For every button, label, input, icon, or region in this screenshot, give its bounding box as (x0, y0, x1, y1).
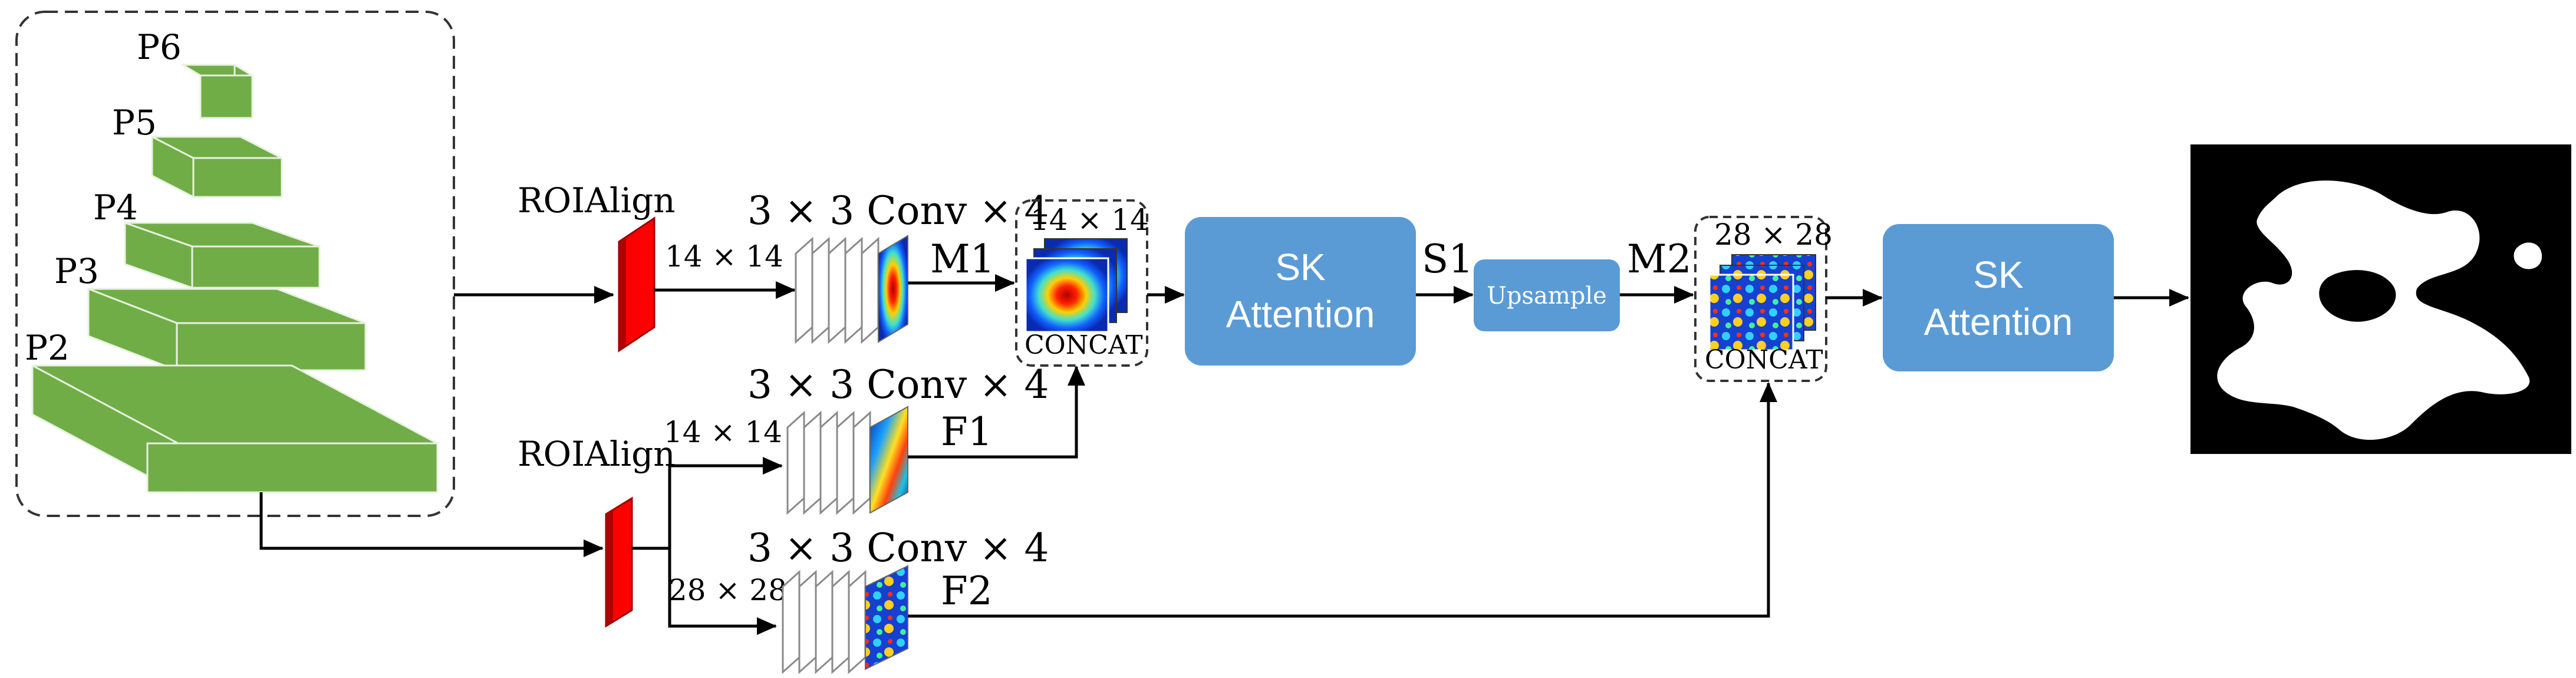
conv-m1-label: 3 × 3 Conv × 4 (747, 188, 1049, 233)
conv-f2-sheet-1 (782, 570, 801, 674)
feature-pyramid: P6 P5 P4 P3 P2 (15, 11, 455, 517)
conv-f2-label: 3 × 3 Conv × 4 (747, 525, 1049, 571)
pyramid-frame (15, 11, 455, 517)
sk-attention-1-line2: Attention (1226, 293, 1375, 335)
p5-front-face (192, 157, 283, 198)
roialign-top-edge (619, 237, 626, 351)
sk-attention-2-box (1883, 224, 2114, 371)
pyramid-label-p4: P4 (93, 187, 138, 228)
concat2-size: 28 × 28 (1714, 218, 1833, 252)
pyramid-label-p2: P2 (25, 328, 70, 368)
conv-f1-heatmap (869, 406, 908, 514)
arrow-f1-to-concat1 (908, 366, 1085, 459)
conv-f2-sheet-5 (848, 570, 867, 674)
conv-m1-sheet-2 (811, 236, 830, 344)
roialign-bottom-label: ROIAlign (518, 434, 676, 474)
sk-attention-2: SK Attention (1883, 224, 2114, 371)
upsample-box (1474, 259, 1620, 331)
sk-attention-2-line2: Attention (1924, 301, 2073, 343)
concat2-map-front (1708, 274, 1794, 351)
conv-f1-sheet-4 (836, 410, 855, 515)
output-mask (2190, 144, 2571, 454)
upsample-block: Upsample (1474, 259, 1620, 331)
pyramid-label-p3: P3 (54, 251, 99, 291)
output-mask-blob-right (2514, 242, 2542, 269)
sk-attention-1-line1: SK (1275, 246, 1325, 288)
p2-front-face (146, 442, 439, 493)
roialign-bottom: ROIAlign (518, 434, 676, 628)
conv-stack-f1: 3 × 3 Conv × 4 (747, 362, 1049, 515)
size-bottom-roi-out-a: 14 × 14 (664, 415, 782, 449)
conv-m1-sheet-5 (861, 236, 879, 344)
pyramid-label-p6: P6 (137, 27, 182, 67)
arrow-roialign-to-conv-f2 (668, 548, 777, 635)
upsample-label: Upsample (1487, 282, 1607, 310)
output-f2: F2 (941, 568, 993, 614)
concat-block-2: 28 × 28 CONCAT (1694, 216, 1833, 382)
arrow-roialign-to-conv-f1 (632, 457, 783, 550)
conv-stack-m1: 3 × 3 Conv × 4 (747, 188, 1049, 344)
pyramid-level-p5: P5 (112, 103, 283, 199)
output-f1: F1 (941, 409, 993, 455)
size-bottom-roi-out-b: 28 × 28 (668, 573, 787, 607)
roialign-bottom-edge (606, 509, 613, 626)
roialign-top: ROIAlign (518, 180, 676, 353)
pyramid-level-p6: P6 (137, 27, 256, 120)
conv-m1-sheet-4 (844, 236, 863, 344)
output-m2: M2 (1627, 236, 1692, 282)
conv-stack-f2: 3 × 3 Conv × 4 (747, 525, 1049, 674)
sk-attention-1-box (1185, 217, 1416, 366)
output-mask-hole (2319, 270, 2396, 322)
roialign-top-label: ROIAlign (518, 180, 676, 220)
conv-f1-sheet-1 (786, 410, 805, 515)
p6-front-face (199, 74, 253, 119)
p3-front-face (176, 322, 367, 371)
concat1-label: CONCAT (1025, 330, 1143, 360)
pyramid-level-p3: P3 (54, 251, 367, 372)
concat1-size: 14 × 14 (1030, 203, 1149, 237)
concat1-frame (1015, 199, 1148, 367)
output-s1: S1 (1422, 236, 1473, 282)
sk-attention-1: SK Attention (1185, 217, 1416, 366)
sk-attention-2-line1: SK (1973, 254, 2023, 296)
p4-front-face (191, 245, 321, 289)
concat1-map-front (1025, 257, 1109, 333)
conv-f2-heatmap (865, 565, 908, 670)
conv-m1-sheet-1 (795, 236, 813, 344)
arrow-pyramid-to-roialign-bottom (259, 492, 604, 557)
conv-f1-sheet-3 (819, 410, 838, 515)
pyramid-level-p4: P4 (93, 187, 321, 289)
concat-block-1: 14 × 14 CONCAT (1015, 199, 1149, 367)
conv-f1-label: 3 × 3 Conv × 4 (747, 362, 1049, 407)
pyramid-level-p2: P2 (25, 328, 439, 494)
conv-f2-sheet-3 (815, 570, 834, 674)
conv-f2-sheet-2 (798, 570, 817, 674)
conv-f2-sheet-4 (831, 570, 850, 674)
output-m1: M1 (930, 236, 995, 282)
concat2-label: CONCAT (1705, 345, 1823, 375)
arrow-f2-to-concat2 (908, 382, 1777, 618)
conv-f1-sheet-5 (852, 410, 871, 515)
conv-m1-heatmap (878, 235, 908, 343)
size-top-roi-out: 14 × 14 (665, 239, 783, 274)
conv-f1-sheet-2 (803, 410, 822, 515)
conv-m1-sheet-3 (828, 236, 846, 344)
pyramid-label-p5: P5 (112, 103, 157, 143)
